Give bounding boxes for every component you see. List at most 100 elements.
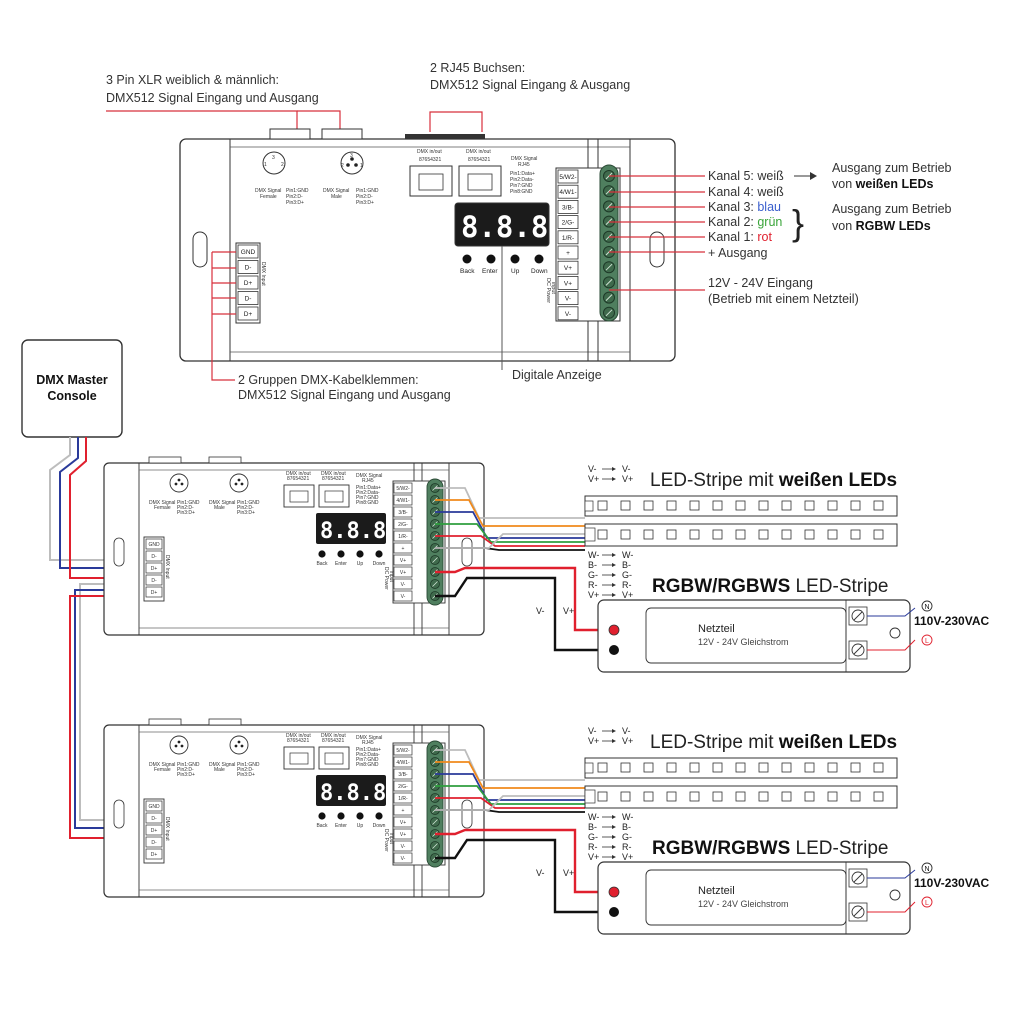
signal-wire	[435, 499, 585, 527]
svg-text:Enter: Enter	[482, 268, 498, 275]
svg-text:Pin1:GND: Pin1:GND	[356, 188, 379, 194]
dc-minus-terminal	[609, 907, 619, 917]
up-button[interactable]	[510, 254, 520, 264]
rj45-jack-2	[318, 484, 350, 508]
svg-text:R-: R-	[622, 842, 632, 852]
svg-text:Pin2:D-: Pin2:D-	[237, 767, 254, 773]
back-button[interactable]	[318, 812, 326, 820]
dc-plus-terminal	[608, 624, 620, 636]
svg-text:DMX in/out: DMX in/out	[321, 733, 346, 739]
svg-text:Pin7:GND: Pin7:GND	[510, 183, 533, 189]
svg-text:V+: V+	[563, 868, 574, 878]
down-button[interactable]	[534, 254, 544, 264]
svg-text:Pin3:D+: Pin3:D+	[237, 510, 255, 516]
up-button[interactable]	[356, 550, 364, 558]
led-chip	[597, 500, 608, 511]
svg-text:B-: B-	[588, 822, 597, 832]
svg-text:2: 2	[281, 162, 284, 168]
svg-text:L: L	[925, 638, 929, 645]
svg-text:RJ45: RJ45	[362, 740, 374, 746]
svg-text:Back: Back	[316, 823, 328, 829]
svg-text:Female: Female	[154, 505, 171, 511]
svg-text:DMX Signal: DMX Signal	[356, 473, 382, 479]
live-icon	[921, 634, 933, 646]
output-terminal-label: 5/W2-	[559, 174, 576, 181]
svg-text:DMX Signal: DMX Signal	[209, 762, 235, 768]
led-chip	[643, 529, 654, 540]
xlr-annotation-line1: 3 Pin XLR weiblich & männlich:	[106, 73, 279, 87]
white-out-line2: von weißen LEDs	[832, 177, 933, 191]
led-chip	[827, 791, 838, 802]
power-wire-negative	[435, 576, 614, 652]
svg-text:B-: B-	[588, 560, 597, 570]
led-chip	[712, 529, 723, 540]
svg-text:DMX Signal: DMX Signal	[149, 762, 175, 768]
dmx-terminal-label: D+	[151, 828, 158, 834]
up-button[interactable]	[356, 812, 364, 820]
dmx-terminal-label: D-	[151, 840, 157, 846]
svg-text:RJ45: RJ45	[518, 162, 530, 168]
svg-text:Pin3:D+: Pin3:D+	[177, 772, 195, 778]
signal-wire	[435, 523, 585, 543]
svg-text:V+: V+	[588, 852, 599, 862]
led-chip	[597, 529, 608, 540]
led-chip	[620, 791, 631, 802]
svg-text:N: N	[924, 866, 929, 873]
svg-text:DMX Signal: DMX Signal	[149, 500, 175, 506]
output-terminal-label: V-	[401, 582, 406, 588]
svg-text:2: 2	[341, 163, 344, 169]
svg-text:Down: Down	[531, 268, 548, 275]
terminals-annotation-line1: 2 Gruppen DMX-Kabelklemmen:	[238, 373, 419, 387]
svg-text:Pin1:Data+: Pin1:Data+	[356, 485, 381, 491]
output-terminal-label: 2/G-	[398, 522, 408, 528]
psu-title: Netzteil	[698, 623, 735, 635]
enter-button[interactable]	[337, 550, 345, 558]
control-buttons: Back Enter Up Down	[460, 254, 548, 275]
led-chip	[666, 529, 677, 540]
neutral-icon	[921, 600, 933, 612]
dmx-master-console	[21, 339, 123, 438]
led-chip	[689, 791, 700, 802]
svg-text:DMX Signal: DMX Signal	[511, 156, 537, 162]
signal-wire	[435, 535, 585, 547]
enter-button[interactable]	[486, 254, 496, 264]
back-button[interactable]	[462, 254, 472, 264]
xlr-female-connector	[262, 151, 286, 175]
display-annotation: Digitale Anzeige	[512, 368, 602, 382]
back-button[interactable]	[318, 550, 326, 558]
dmx-terminal-label: D-	[245, 296, 252, 303]
dmx-terminal-label: D+	[244, 311, 253, 318]
rj45-jack-2	[318, 746, 350, 770]
led-chip	[643, 762, 654, 773]
rj45-jack-2	[458, 165, 502, 197]
rj45-annotation-line1: 2 RJ45 Buchsen:	[430, 61, 525, 75]
power-supply	[597, 599, 911, 673]
white-out-line1: Ausgang zum Betrieb	[832, 161, 952, 175]
led-chip	[781, 762, 792, 773]
xlr-annotation-line2: DMX512 Signal Eingang und Ausgang	[106, 91, 319, 105]
output-terminal-label: V+	[400, 820, 406, 826]
led-setup-1: LED-Stripe mit weißen LEDsV-V-V+V+W-W-B-…	[435, 464, 989, 673]
enter-button[interactable]	[337, 812, 345, 820]
svg-text:Pin1:GND: Pin1:GND	[237, 500, 260, 506]
led-chip	[758, 762, 769, 773]
channel-label: Kanal 5: weiß	[708, 169, 784, 183]
rgbw-out-line2: von RGBW LEDs	[832, 219, 931, 233]
dmx-terminal-label: GND	[241, 249, 256, 256]
down-button[interactable]	[375, 812, 383, 820]
output-terminal-label: V-	[401, 856, 406, 862]
down-button[interactable]	[375, 550, 383, 558]
input-label-line2: (Betrieb mit einem Netzteil)	[708, 292, 859, 306]
output-terminal-label: 2/G-	[398, 784, 408, 790]
led-chip	[827, 529, 838, 540]
svg-text:R-: R-	[588, 842, 598, 852]
led-setup-2: LED-Stripe mit weißen LEDsV-V-V+V+W-W-B-…	[435, 726, 989, 935]
dc-minus-terminal	[609, 645, 619, 655]
svg-text:Pin3:D+: Pin3:D+	[286, 200, 304, 206]
svg-text:V+: V+	[588, 590, 599, 600]
output-terminal-label: +	[402, 546, 405, 552]
svg-text:Pin1:GND: Pin1:GND	[177, 500, 200, 506]
output-terminal-label: 4/W1-	[559, 189, 576, 196]
